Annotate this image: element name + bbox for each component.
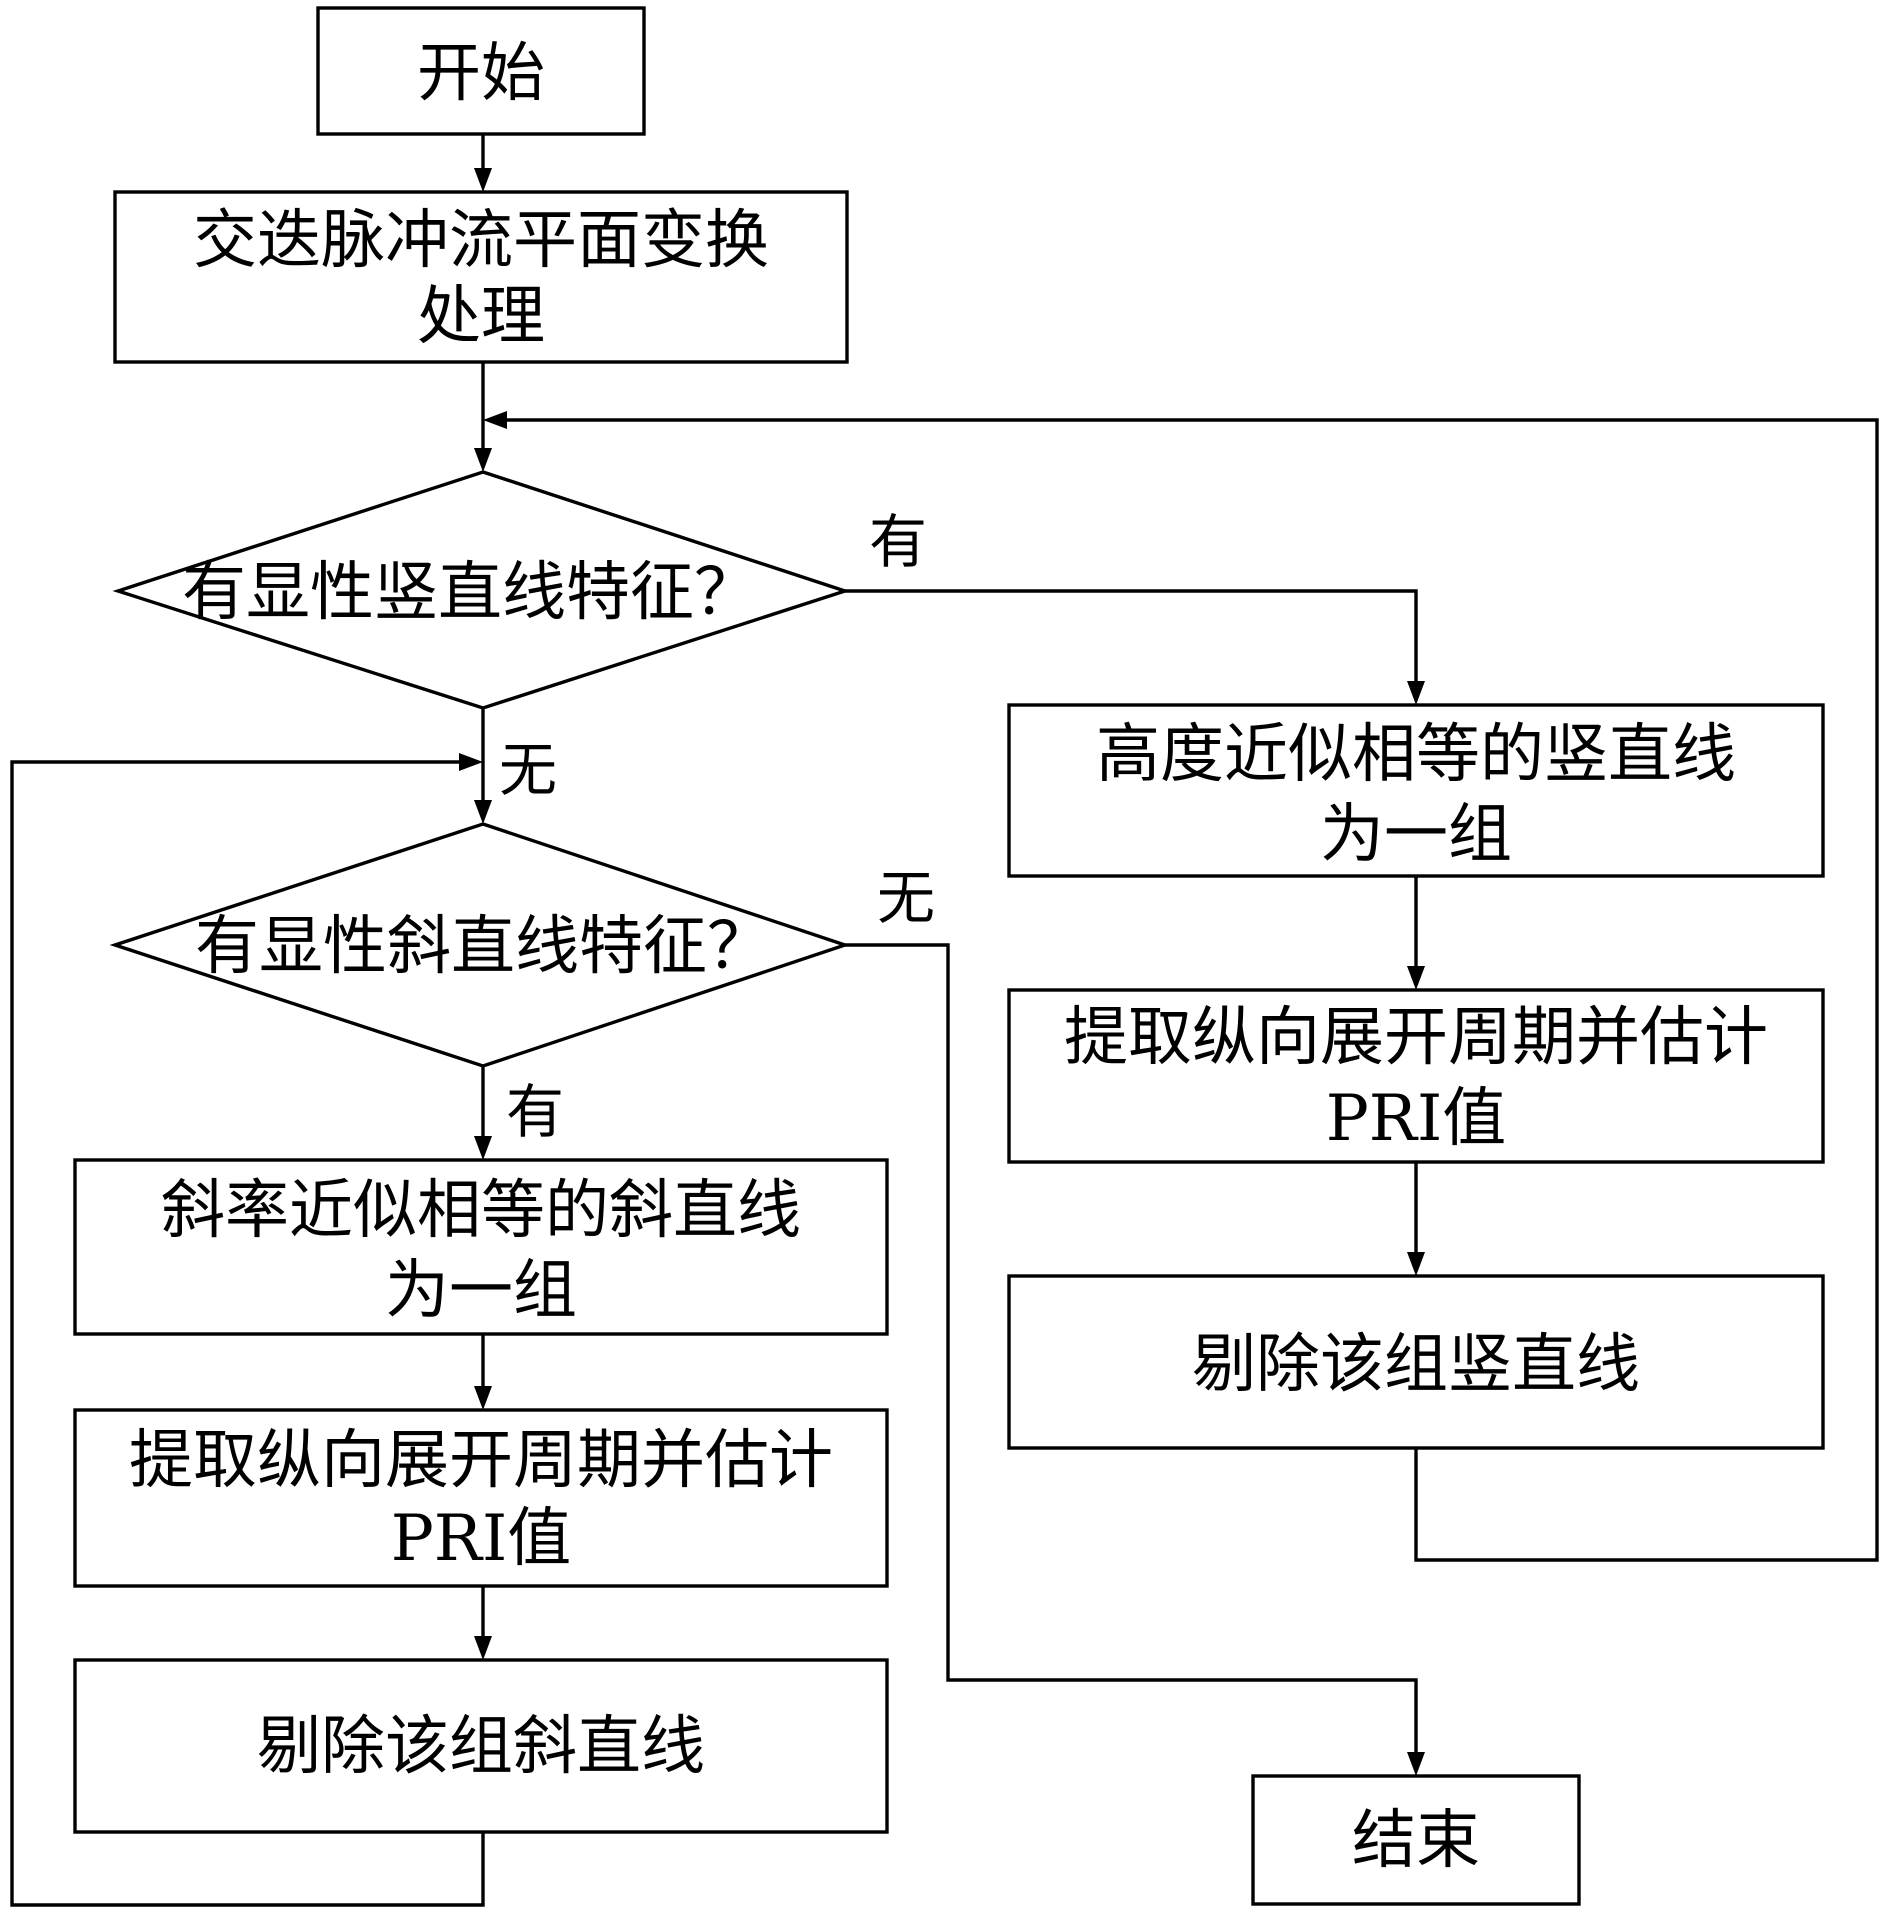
node-group-oblique-line-2: 为一组	[385, 1254, 577, 1328]
edge-extract-vertical-to-remove-vertical	[1407, 1162, 1425, 1276]
node-transform: 交迭脉冲流平面变换 处理	[113, 190, 849, 364]
edge-group-vertical-to-extract-vertical	[1407, 876, 1425, 990]
node-group-vertical-line-2: 为一组	[1320, 798, 1512, 872]
node-extract-vertical-line-1: 提取纵向展开周期并估计	[1064, 1001, 1768, 1075]
node-remove-oblique-label: 剔除该组斜直线	[257, 1710, 705, 1784]
node-group-oblique-line-1: 斜率近似相等的斜直线	[161, 1174, 801, 1248]
node-end: 结束	[1251, 1774, 1581, 1906]
edge-start-to-transform	[474, 134, 492, 192]
node-group-vertical: 高度近似相等的竖直线 为一组	[1007, 703, 1825, 878]
edge-group-oblique-to-extract-oblique	[474, 1334, 492, 1410]
node-group-oblique: 斜率近似相等的斜直线 为一组	[73, 1158, 889, 1336]
node-remove-oblique: 剔除该组斜直线	[73, 1658, 889, 1834]
edge-oblique-check-to-group-oblique	[474, 1066, 492, 1160]
node-extract-vertical: 提取纵向展开周期并估计 PRI值	[1007, 988, 1825, 1164]
node-remove-vertical-label: 剔除该组竖直线	[1192, 1328, 1640, 1402]
node-start: 开始	[316, 6, 646, 136]
node-vertical-check-label: 有显性竖直线特征？	[182, 556, 758, 630]
node-transform-line-1: 交迭脉冲流平面变换	[193, 204, 769, 278]
edge-remove-vertical-loop-back	[483, 411, 1879, 1562]
node-oblique-check-label: 有显性斜直线特征？	[195, 910, 771, 984]
edge-vertical-check-to-group-vertical	[845, 589, 1425, 705]
node-group-vertical-line-1: 高度近似相等的竖直线	[1096, 718, 1736, 792]
node-extract-oblique-line-1: 提取纵向展开周期并估计	[129, 1424, 833, 1498]
node-extract-vertical-line-2: PRI值	[1326, 1082, 1507, 1156]
edge-oblique-check-to-end	[845, 943, 1425, 1776]
edge-transform-to-vertical-check	[474, 362, 492, 472]
edge-label-oblique-yes: 有	[506, 1078, 564, 1146]
node-transform-line-2: 处理	[417, 280, 545, 354]
edge-label-oblique-no: 无	[877, 864, 935, 932]
edge-extract-oblique-to-remove-oblique	[474, 1586, 492, 1660]
node-remove-vertical: 剔除该组竖直线	[1007, 1274, 1825, 1450]
edge-label-vertical-no: 无	[499, 736, 557, 804]
edge-vertical-check-to-oblique-check	[474, 708, 492, 824]
edge-label-vertical-yes: 有	[869, 508, 927, 576]
edge-remove-oblique-loop-back	[10, 753, 485, 1907]
node-start-label: 开始	[417, 37, 545, 111]
node-vertical-check: 有显性竖直线特征？	[112, 470, 851, 710]
node-end-label: 结束	[1352, 1804, 1480, 1878]
node-extract-oblique: 提取纵向展开周期并估计 PRI值	[73, 1408, 889, 1588]
node-extract-oblique-line-2: PRI值	[391, 1502, 572, 1576]
node-oblique-check: 有显性斜直线特征？	[109, 822, 851, 1068]
